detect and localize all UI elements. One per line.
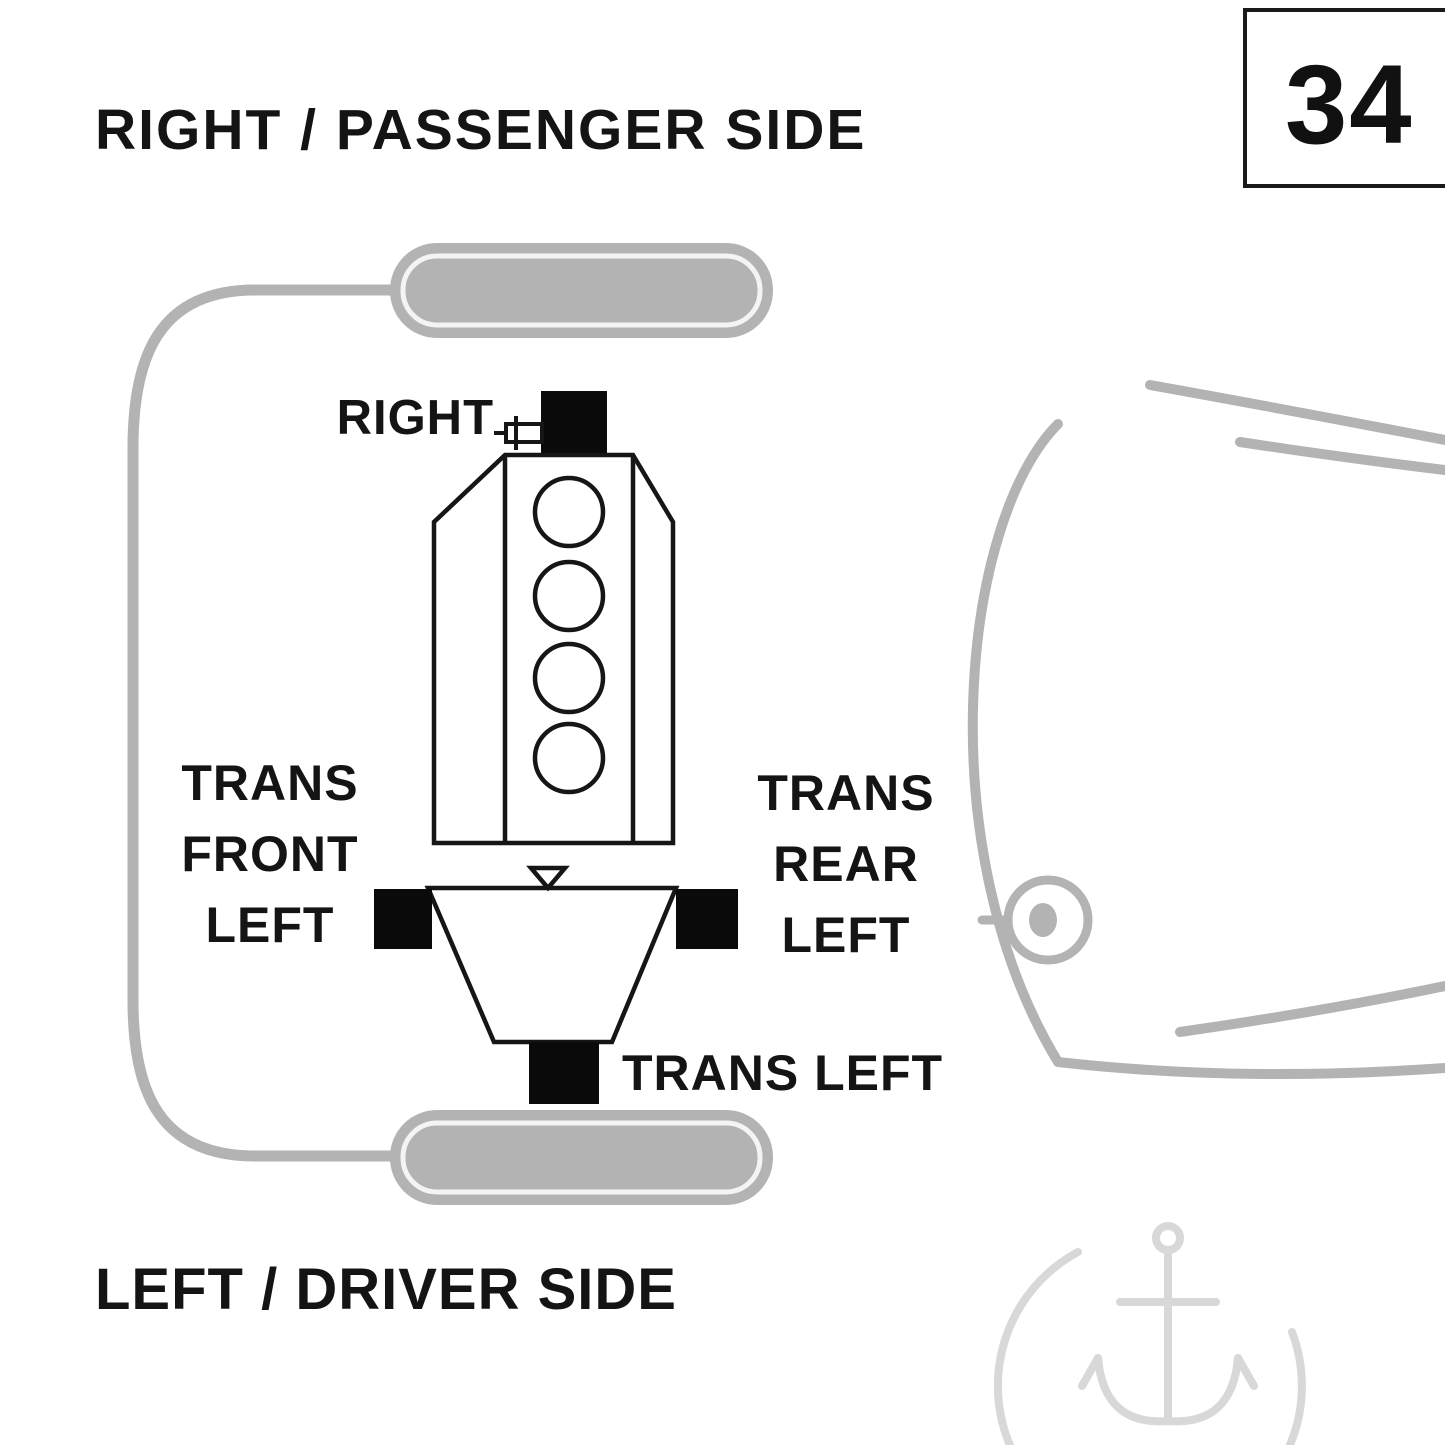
bottom-side-title: LEFT / DRIVER SIDE	[95, 1257, 677, 1322]
right-mount-label: RIGHT	[336, 391, 494, 445]
page-number: 34	[1285, 42, 1414, 167]
label-line: REAR	[773, 836, 919, 892]
engine-cylinders	[532, 475, 606, 795]
car-windshield-curve	[967, 419, 1063, 1067]
right-tire-inner-line	[400, 253, 763, 328]
transmission	[424, 865, 680, 1045]
top-side-title: RIGHT / PASSENGER SIDE	[95, 98, 867, 162]
car-rear-lower-line-2	[1175, 981, 1445, 1037]
tires	[390, 243, 773, 1205]
label-line: FRONT	[181, 826, 359, 882]
car-rear-lower-line	[1053, 1057, 1445, 1080]
mount-markers	[374, 391, 738, 1104]
trans-left-mount-marker	[529, 1042, 599, 1104]
left-tire	[390, 1110, 773, 1205]
label-line: LEFT	[781, 907, 911, 963]
label-line: TRANS	[181, 755, 359, 811]
trans-front-left-mount-marker	[374, 889, 432, 949]
car-detail-circle-dot	[1029, 903, 1057, 937]
trans-rear-left-label: TRANS REAR LEFT	[740, 758, 952, 971]
engine-block	[431, 452, 676, 846]
page-number-box: 34	[1243, 8, 1445, 188]
car-body-outline	[127, 284, 1445, 1162]
right-mount-bolt-icon	[494, 416, 544, 450]
anchor-watermark-icon	[993, 1222, 1306, 1445]
car-rear-upper-line-2	[1235, 437, 1445, 475]
transmission-outline	[424, 885, 680, 1045]
trans-front-left-label: TRANS FRONT LEFT	[164, 748, 376, 961]
car-front-outline	[127, 284, 436, 1162]
trans-left-label: TRANS LEFT	[622, 1045, 944, 1101]
label-line: TRANS	[757, 765, 935, 821]
label-line: LEFT	[205, 897, 335, 953]
right-tire	[390, 243, 773, 338]
trans-rear-left-mount-marker	[676, 889, 738, 949]
car-rear-upper-line	[1145, 380, 1445, 445]
transmission-filler-detail	[526, 865, 570, 892]
right-mount-marker	[541, 391, 607, 453]
left-tire-inner-line	[400, 1120, 763, 1195]
